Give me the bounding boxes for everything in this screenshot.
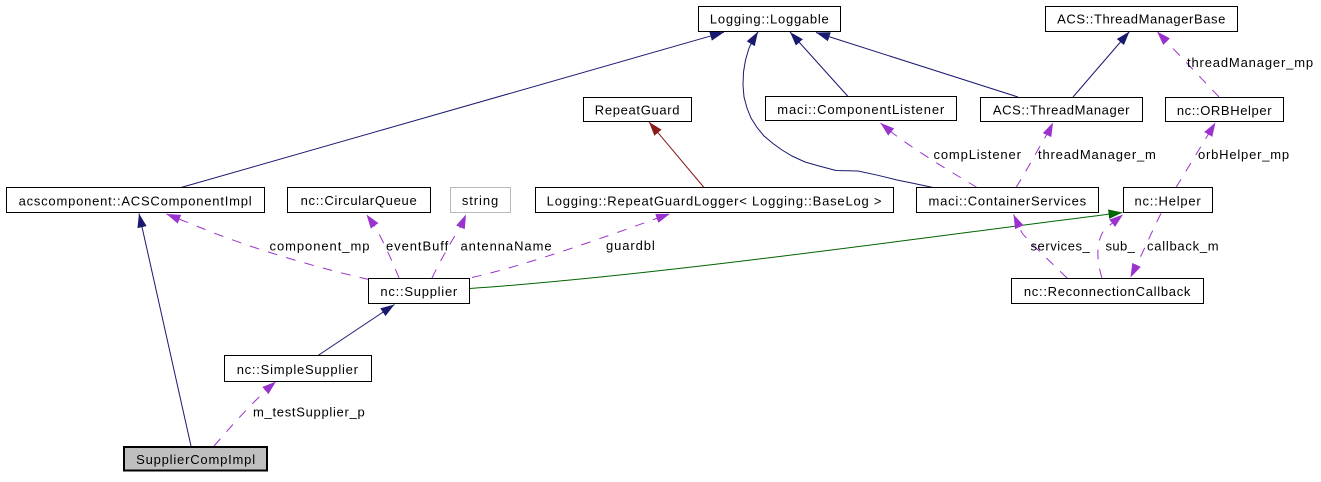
svg-text:ACS::ThreadManagerBase: ACS::ThreadManagerBase <box>1057 12 1226 27</box>
svg-text:string: string <box>462 193 499 208</box>
svg-text:m_testSupplier_p: m_testSupplier_p <box>253 405 365 420</box>
svg-text:RepeatGuard: RepeatGuard <box>595 103 680 118</box>
svg-text:sub_: sub_ <box>1106 238 1136 253</box>
svg-text:nc::Supplier: nc::Supplier <box>380 284 458 299</box>
svg-text:eventBuff: eventBuff <box>386 239 449 254</box>
svg-text:acscomponent::ACSComponentImpl: acscomponent::ACSComponentImpl <box>19 194 253 209</box>
svg-text:maci::ContainerServices: maci::ContainerServices <box>928 193 1086 208</box>
svg-text:threadManager_mp: threadManager_mp <box>1187 55 1314 70</box>
svg-text:services_: services_ <box>1031 238 1091 253</box>
svg-text:Logging::Loggable: Logging::Loggable <box>710 12 830 27</box>
svg-text:ACS::ThreadManager: ACS::ThreadManager <box>993 103 1130 118</box>
svg-text:guardbl: guardbl <box>606 238 656 253</box>
svg-text:nc::SimpleSupplier: nc::SimpleSupplier <box>237 362 359 377</box>
svg-text:nc::Helper: nc::Helper <box>1134 193 1201 208</box>
svg-text:nc::ReconnectionCallback: nc::ReconnectionCallback <box>1024 284 1191 299</box>
svg-text:nc::CircularQueue: nc::CircularQueue <box>301 193 418 208</box>
svg-text:antennaName: antennaName <box>461 239 553 254</box>
svg-text:callback_m: callback_m <box>1147 238 1219 253</box>
svg-text:SupplierCompImpl: SupplierCompImpl <box>136 452 256 467</box>
svg-text:component_mp: component_mp <box>270 239 371 254</box>
svg-text:compListener: compListener <box>934 147 1022 162</box>
svg-text:nc::ORBHelper: nc::ORBHelper <box>1177 103 1272 118</box>
svg-text:threadManager_m: threadManager_m <box>1038 147 1157 162</box>
svg-text:maci::ComponentListener: maci::ComponentListener <box>777 102 945 117</box>
svg-text:Logging::RepeatGuardLogger< Lo: Logging::RepeatGuardLogger< Logging::Bas… <box>547 194 883 209</box>
svg-text:orbHelper_mp: orbHelper_mp <box>1198 147 1290 162</box>
